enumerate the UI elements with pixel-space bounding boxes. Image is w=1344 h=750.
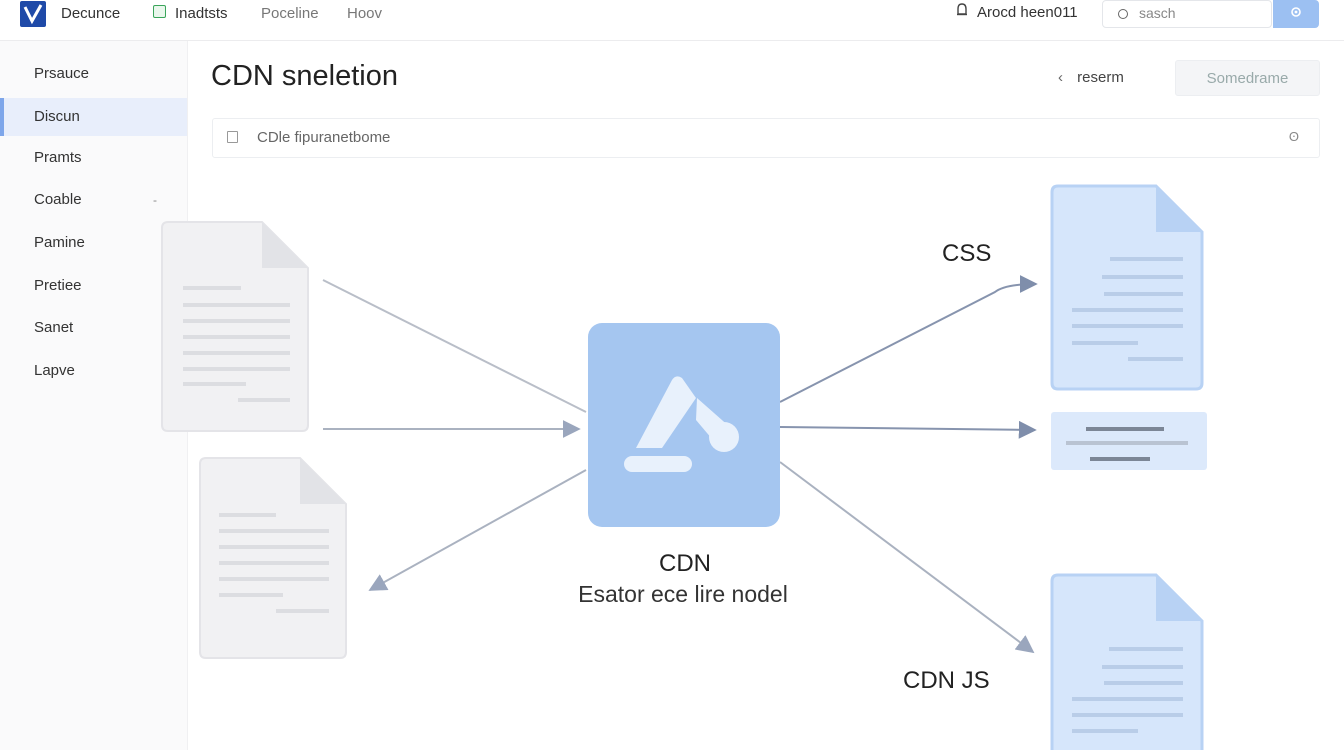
path-field[interactable]: CDle fipuranetbome ʘ — [212, 118, 1320, 158]
source-document-icon — [161, 221, 309, 432]
connector-arrow — [779, 461, 1035, 654]
nav-item-inadtsts[interactable]: Inadtsts — [175, 5, 228, 22]
search-input[interactable]: sasch — [1102, 0, 1272, 28]
settings-button[interactable] — [1273, 0, 1319, 28]
gear-icon — [1291, 7, 1301, 17]
sidebar-item-label: Lapve — [34, 362, 75, 379]
source-document-icon — [199, 457, 347, 659]
nav-item-hoov[interactable]: Hoov — [347, 5, 383, 22]
js-document-icon — [1050, 573, 1204, 750]
chevron-left-icon: ‹ — [1058, 69, 1063, 86]
app-logo-icon[interactable] — [20, 1, 46, 27]
connector-arrow — [368, 469, 587, 591]
sidebar-item-sanet[interactable]: Sanet — [0, 309, 187, 347]
sidebar-item-prsauce[interactable]: Prsauce — [0, 55, 187, 93]
css-label: CSS — [942, 240, 992, 267]
nav-item-poceline[interactable]: Poceline — [261, 5, 319, 22]
sidebar-item-label: Pramts — [34, 149, 82, 166]
sidebar-item-label: Prsauce — [34, 65, 90, 82]
sidebar-item-label: Pamine — [34, 234, 85, 251]
output-card — [1051, 412, 1207, 470]
brand-link[interactable]: Decunce — [61, 5, 121, 22]
file-icon — [227, 131, 238, 143]
search-icon — [1118, 9, 1128, 19]
sidebar-item-coable[interactable]: Coable - — [0, 181, 187, 219]
sidebar-item-discun[interactable]: Discun — [0, 98, 187, 136]
sidebar-item-label: Discun — [34, 108, 80, 125]
sidebar-item-label: Coable — [34, 191, 82, 208]
path-text: CDle fipuranetbome — [257, 129, 391, 146]
sidebar-item-label: Sanet — [34, 319, 74, 336]
sidebar-item-pamine[interactable]: Pamine — [0, 224, 187, 262]
top-navigation-bar: Decunce Inadtsts Poceline Hoov Arocd hee… — [0, 0, 1344, 41]
cdn-node — [588, 323, 780, 527]
sidebar-item-label: Pretiee — [34, 277, 82, 294]
somedrame-button[interactable]: Somedrame — [1175, 60, 1320, 96]
sidebar: Prsauce Discun Pramts Coable - Pamine Pr… — [0, 41, 188, 750]
cdn-js-label: CDN JS — [903, 667, 990, 694]
back-link[interactable]: ‹ reserm — [1058, 69, 1124, 86]
check-icon — [153, 5, 166, 18]
cdn-node-title: CDN — [659, 550, 711, 577]
cdn-node-subtitle: Esator ece lire nodel — [578, 581, 788, 607]
connector-arrow — [779, 275, 1038, 403]
collapse-icon[interactable]: - — [153, 193, 157, 207]
page-title: CDN sneletion — [211, 60, 398, 92]
info-icon[interactable]: ʘ — [1288, 129, 1299, 144]
account-name[interactable]: Arocd heen011 — [977, 4, 1078, 21]
css-document-icon — [1050, 184, 1204, 391]
search-placeholder: sasch — [1139, 5, 1176, 21]
sidebar-item-pretiee[interactable]: Pretiee — [0, 267, 187, 305]
sidebar-item-pramts[interactable]: Pramts — [0, 139, 187, 177]
bell-icon[interactable] — [956, 3, 968, 18]
connector-arrow — [779, 420, 1037, 439]
sidebar-item-lapve[interactable]: Lapve — [0, 352, 187, 390]
back-label: reserm — [1077, 69, 1124, 86]
connector-arrow — [322, 279, 587, 413]
